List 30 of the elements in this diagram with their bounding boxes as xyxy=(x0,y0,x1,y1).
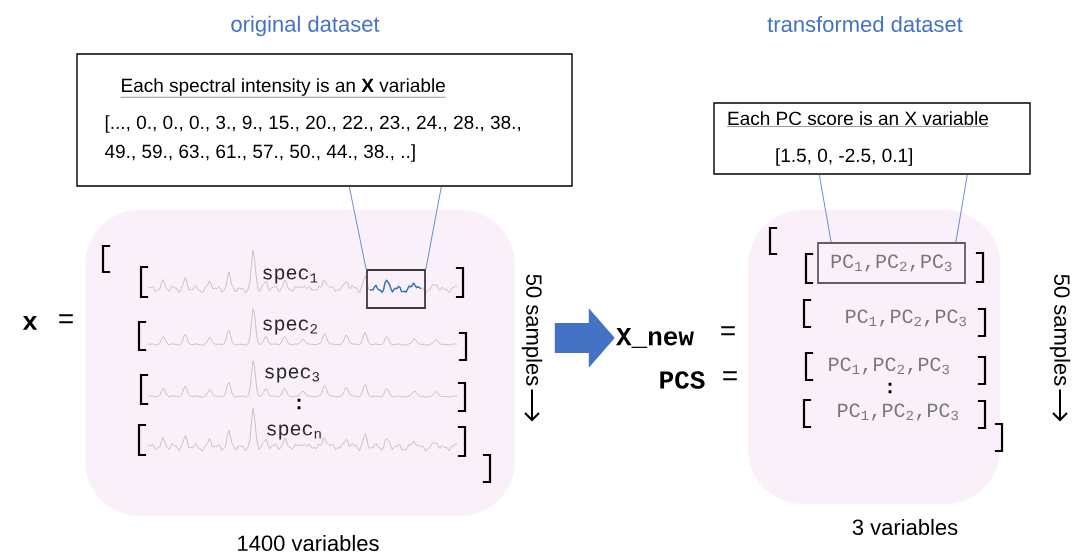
matrix-panel xyxy=(85,210,515,516)
leader-line xyxy=(955,174,968,243)
spectrum-label: spec$_{2}$ xyxy=(263,319,317,335)
axis-label: 1400 variables xyxy=(238,534,379,552)
leader-line xyxy=(348,186,367,270)
leader-line xyxy=(425,186,442,270)
spectrum-label: spec$_{3}$ xyxy=(265,367,320,383)
variable-name: PCS xyxy=(660,371,705,389)
matrix-panel xyxy=(748,210,1000,504)
leader-line xyxy=(818,174,832,243)
row-label: PC$_{1}$,PC$_{2}$,PC$_{3}$ xyxy=(846,309,966,327)
spectrum-label: spec$_{n}$ xyxy=(267,424,321,440)
axis-label: 3 variables xyxy=(852,518,958,536)
zoom-box xyxy=(366,269,426,309)
axis-label: 50 samples xyxy=(1049,274,1071,386)
equals-sign: = xyxy=(721,326,735,336)
row-label: PC$_{1}$,PC$_{2}$,PC$_{3}$ xyxy=(829,357,949,375)
equals-sign: = xyxy=(723,371,737,381)
variable-name: x xyxy=(22,316,38,330)
section-title: transformed dataset xyxy=(767,15,963,33)
zoom-box: PC$_{1}$,PC$_{2}$,PC$_{3}$ xyxy=(817,242,966,284)
row-label: PC$_{1}$,PC$_{2}$,PC$_{3}$ xyxy=(838,403,958,421)
ellipsis-dots: : xyxy=(888,382,892,394)
callout-box: Each spectral intensity is an X variable [..., 0., 0., 0., 3., 9., 15., 20., 22., 23., 24., 28., 38., 49., 59., 63., 61., 57., 50., 44., 38., ..] xyxy=(76,53,573,187)
ellipsis-dots: : xyxy=(297,398,301,410)
callout-box: Each PC score is an X variable [1.5, 0, -2.5, 0.1] xyxy=(713,102,1031,175)
variable-name: X_new xyxy=(616,328,694,348)
equals-sign: = xyxy=(59,314,73,324)
axis-label: 50 samples xyxy=(521,274,543,386)
spectrum-label: spec$_{1}$ xyxy=(263,268,318,284)
